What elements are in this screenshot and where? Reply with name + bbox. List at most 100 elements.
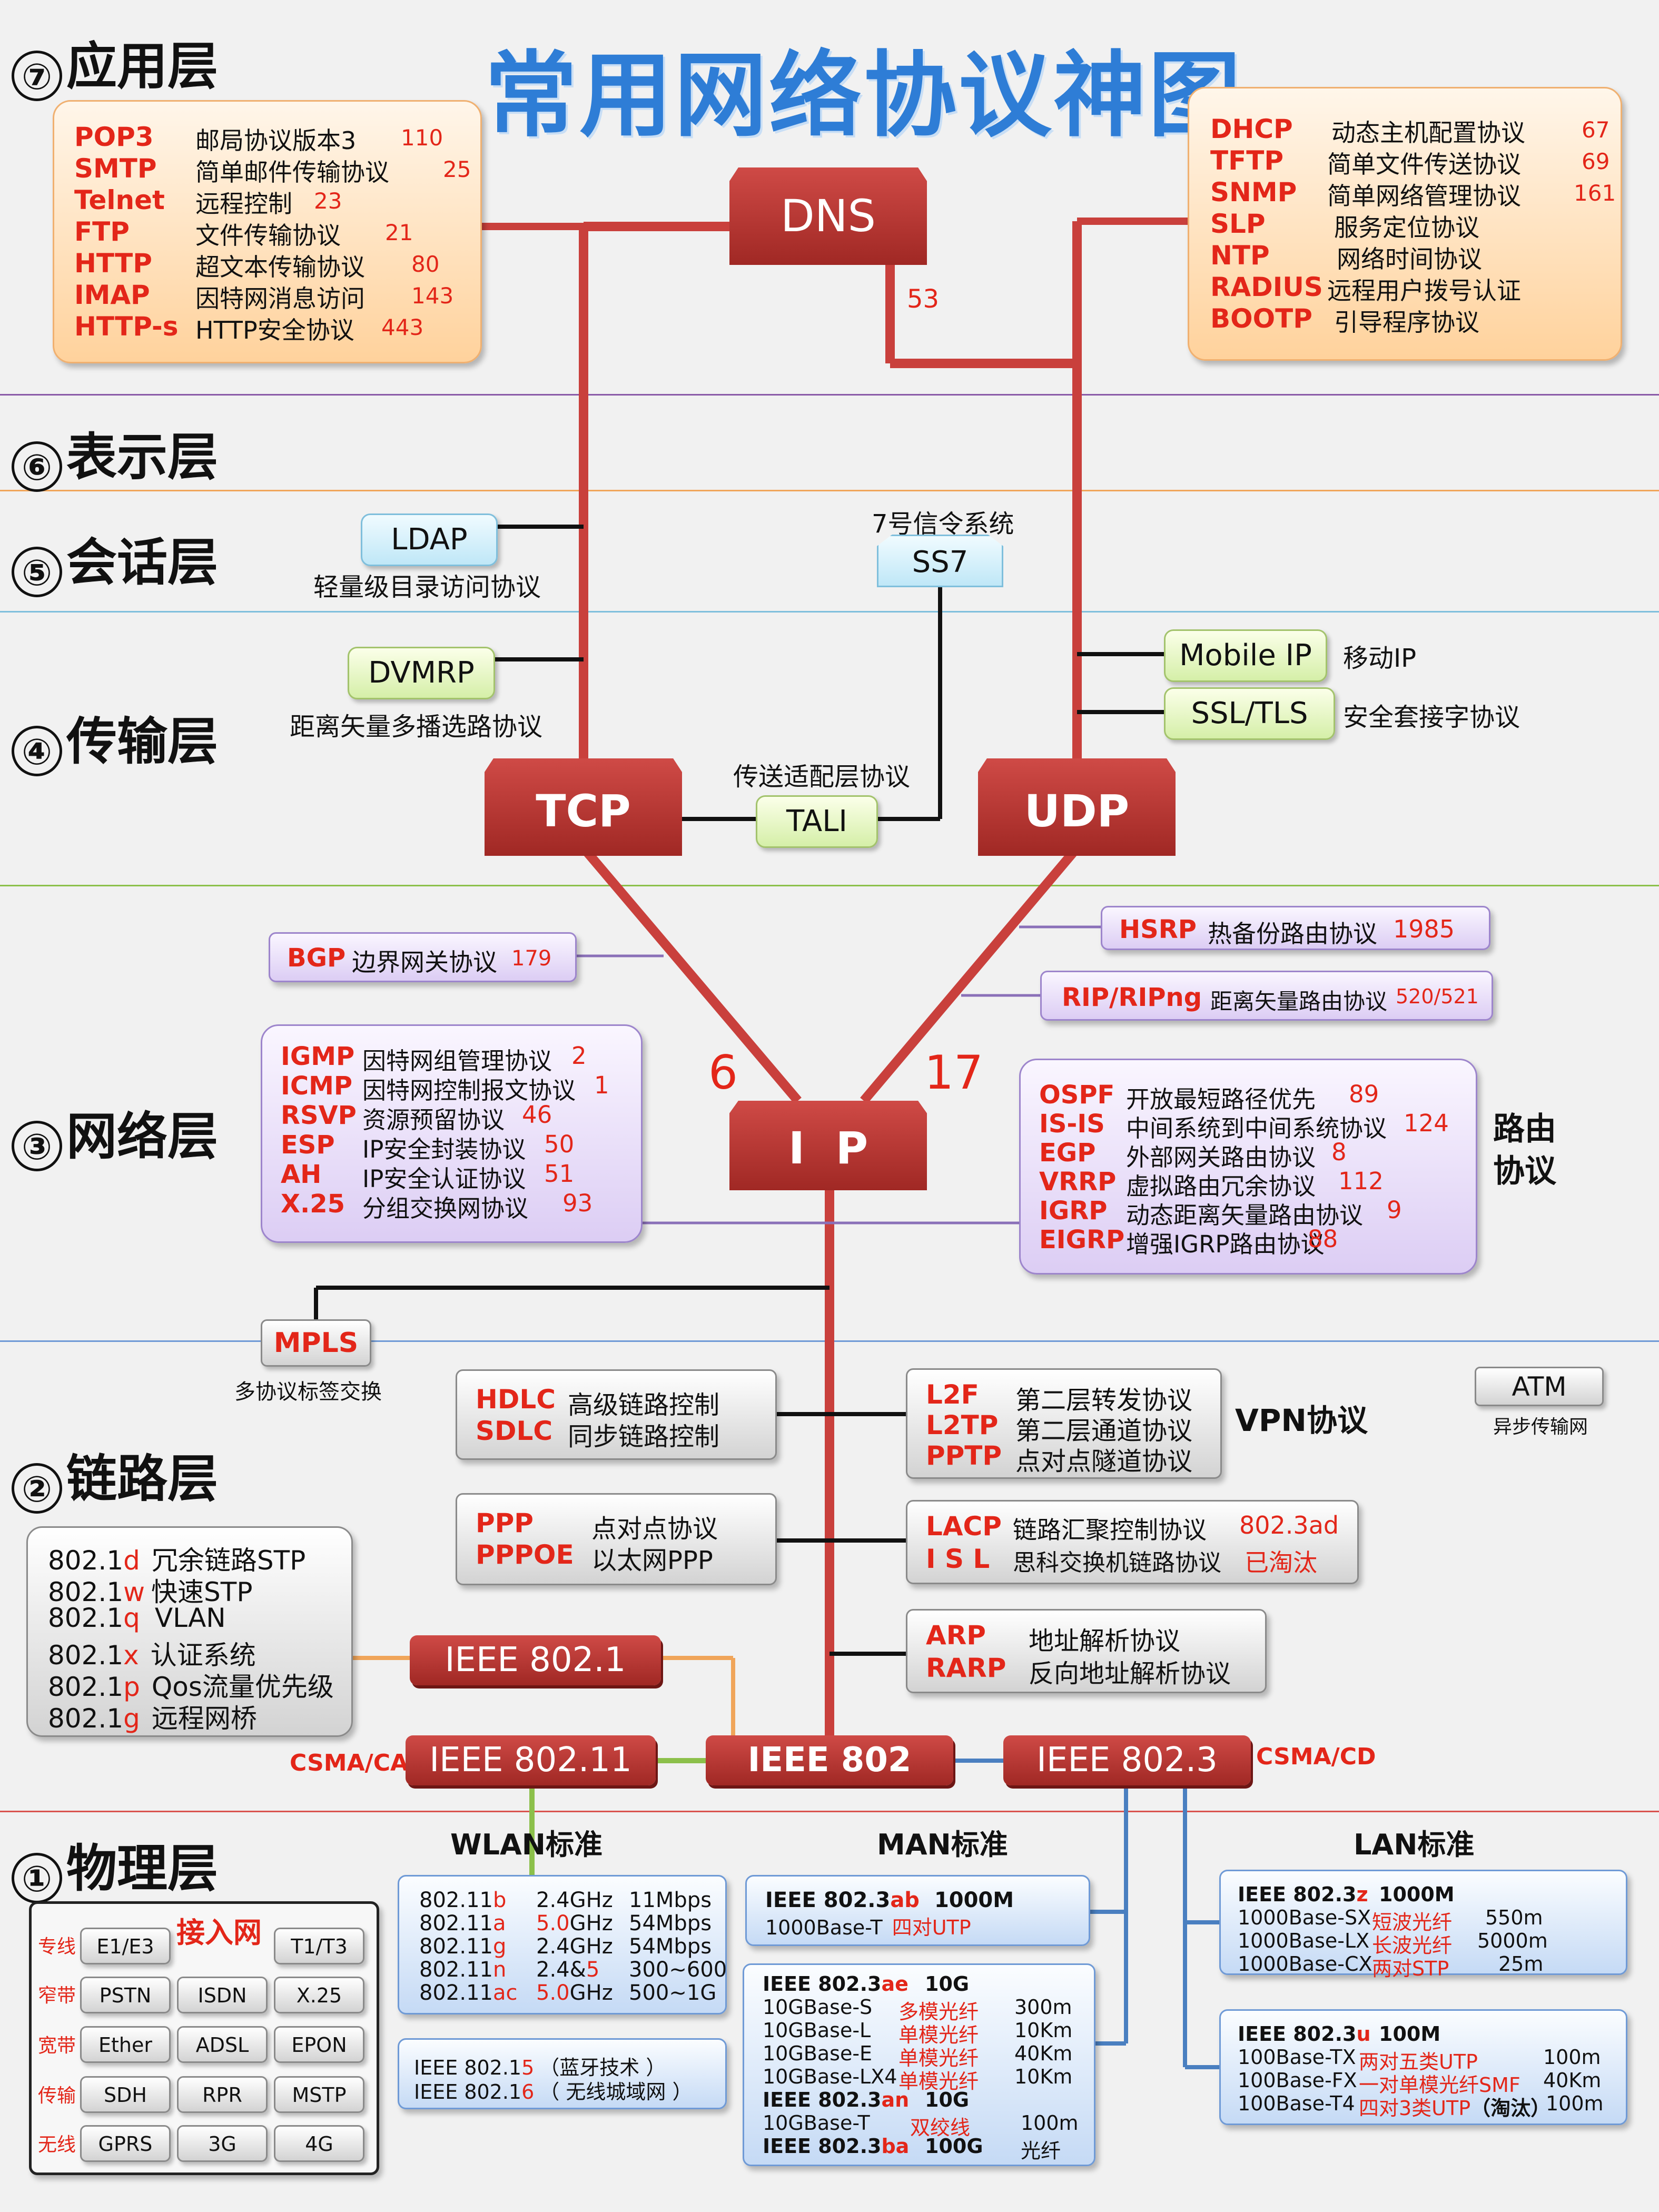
atm-chip: ATM	[1475, 1367, 1604, 1406]
protocol-name: 链路汇聚控制协议	[1013, 1516, 1207, 1544]
protocol-name: 动态主机配置协议	[1331, 118, 1525, 147]
std-speed: 10G	[925, 1972, 970, 1996]
protocol-name: 邮局协议版本3	[195, 126, 357, 155]
protocol-port: 46	[522, 1101, 552, 1129]
vpn-title: VPN协议	[1235, 1403, 1368, 1438]
std-distance: 40Km	[1014, 2042, 1073, 2065]
layer-number: ①	[12, 1853, 62, 1903]
layer-name: 网络层	[66, 1107, 218, 1166]
std-speed: 10G	[925, 2088, 970, 2111]
protocol-note: 已淘汰	[1245, 1548, 1317, 1577]
protocol-port: 161	[1574, 180, 1616, 206]
atm-desc: 异步传输网	[1493, 1416, 1588, 1438]
protocol-name: 文件传输协议	[195, 221, 341, 250]
std-name: 10GBase-L	[763, 2019, 871, 2042]
ldap-desc: 轻量级目录访问协议	[313, 572, 541, 602]
protocol-abbr: EIGRP	[1039, 1225, 1125, 1255]
ssl-tls-desc: 安全套接字协议	[1343, 703, 1520, 732]
std-suffix: ba	[881, 2135, 910, 2158]
protocol-port: 67	[1582, 117, 1610, 143]
routing-title-line1: 路由	[1493, 1111, 1556, 1148]
protocol-abbr: TFTP	[1210, 145, 1284, 176]
std-name: 802.11a	[419, 1911, 506, 1935]
protocol-name: 引导程序协议	[1334, 308, 1479, 337]
protocol-abbr: OSPF	[1039, 1080, 1115, 1110]
ss7-desc: 7号信令系统	[872, 509, 1014, 539]
layer-number: ④	[12, 726, 62, 776]
std-medium: 单模光纤	[898, 2047, 979, 2070]
protocol-abbr: X.25	[281, 1189, 345, 1219]
wlan-band: 5.0GHz	[536, 1911, 613, 1935]
std-name: 认证系统	[150, 1640, 256, 1671]
protocol-abbr: VRRP	[1039, 1167, 1117, 1197]
protocol-name: 思科交换机链路协议	[1013, 1549, 1221, 1576]
access-item-x25: X.25	[274, 1977, 364, 2013]
std-distance: 5000m	[1477, 1929, 1548, 1952]
std-suffix: z	[1356, 1883, 1368, 1906]
protocol-abbr: RARP	[926, 1653, 1006, 1683]
ieee80211-node: IEEE 802.11	[406, 1735, 656, 1785]
wlan-band: 2.4GHz	[536, 1934, 613, 1959]
std-name: 1000Base-LX	[1238, 1929, 1370, 1952]
std-prefix: IEEE 802.3	[763, 2088, 882, 2111]
protocol-abbr: RADIUS	[1210, 272, 1323, 302]
protocol-abbr: HTTP-s	[74, 311, 179, 342]
access-item-mstp: MSTP	[274, 2076, 364, 2113]
protocol-port: 2	[571, 1042, 587, 1070]
protocol-port: 520/521	[1396, 985, 1479, 1008]
protocol-port: 50	[544, 1130, 575, 1158]
dvmrp-chip: DVMRP	[348, 647, 495, 699]
wlan-rate: 54Mbps	[629, 1934, 712, 1959]
protocol-abbr: HSRP	[1119, 915, 1197, 944]
access-item-sdh: SDH	[80, 2076, 171, 2113]
hdlc-box: HDLC 高级链路控制 SDLC 同步链路控制	[456, 1369, 777, 1460]
std-suffix: a	[492, 1911, 506, 1935]
access-item-adsl: ADSL	[177, 2026, 268, 2063]
csma-ca-label: CSMA/CA	[290, 1750, 409, 1776]
std-prefix: 802.11	[419, 1958, 493, 1982]
protocol-abbr: L2F	[926, 1379, 979, 1410]
access-item-3g: 3G	[177, 2125, 268, 2162]
protocol-port: 23	[314, 188, 342, 214]
std-name: 10GBase-E	[763, 2042, 873, 2065]
layer-number: ⑥	[12, 441, 62, 492]
protocol-abbr: ARP	[926, 1620, 986, 1651]
std-name: 100Base-FX	[1238, 2069, 1357, 2092]
protocol-port: 21	[385, 220, 413, 245]
access-row-label: 无线	[38, 2134, 76, 2156]
protocol-note: 802.3ad	[1239, 1511, 1339, 1539]
std-suffix: g	[123, 1703, 140, 1734]
wlan-band: 5.0GHz	[536, 1981, 613, 2005]
std-medium: 一对单模光纤SMF	[1359, 2073, 1520, 2097]
protocol-name: 外部网关路由协议	[1126, 1143, 1316, 1171]
std-medium: 单模光纤	[898, 2070, 979, 2093]
protocol-abbr: ESP	[281, 1130, 335, 1160]
separator-datalink	[0, 1811, 1659, 1812]
ieee802-node: IEEE 802	[706, 1735, 953, 1785]
protocol-port: 88	[1308, 1225, 1338, 1253]
protocol-name: 服务定位协议	[1334, 213, 1479, 242]
protocol-name: 点对点隧道协议	[1015, 1447, 1193, 1476]
std-prefix: 802.1	[48, 1672, 124, 1702]
protocol-abbr: RSVP	[281, 1101, 357, 1130]
std-prefix: IEEE 802.1	[414, 2056, 522, 2079]
std-prefix: IEEE 802.3	[763, 2135, 882, 2158]
protocol-name: 因特网组管理协议	[362, 1047, 552, 1075]
std-speed: 100G	[925, 2135, 983, 2158]
layer-name: 会话层	[66, 533, 218, 592]
protocol-abbr: PPP	[476, 1508, 534, 1538]
std-suffix: n	[492, 1958, 507, 1982]
std-medium: 多模光纤	[898, 2000, 979, 2023]
protocol-name: HTTP安全协议	[195, 316, 354, 344]
wpan-row: IEEE 802.15（蓝牙技术 ）	[414, 2051, 666, 2080]
std-suffix: 5	[521, 2056, 535, 2079]
protocol-name: 点对点协议	[591, 1514, 718, 1544]
std-speed: 1000M	[1379, 1883, 1455, 1906]
protocol-abbr: PPPOE	[476, 1539, 574, 1570]
